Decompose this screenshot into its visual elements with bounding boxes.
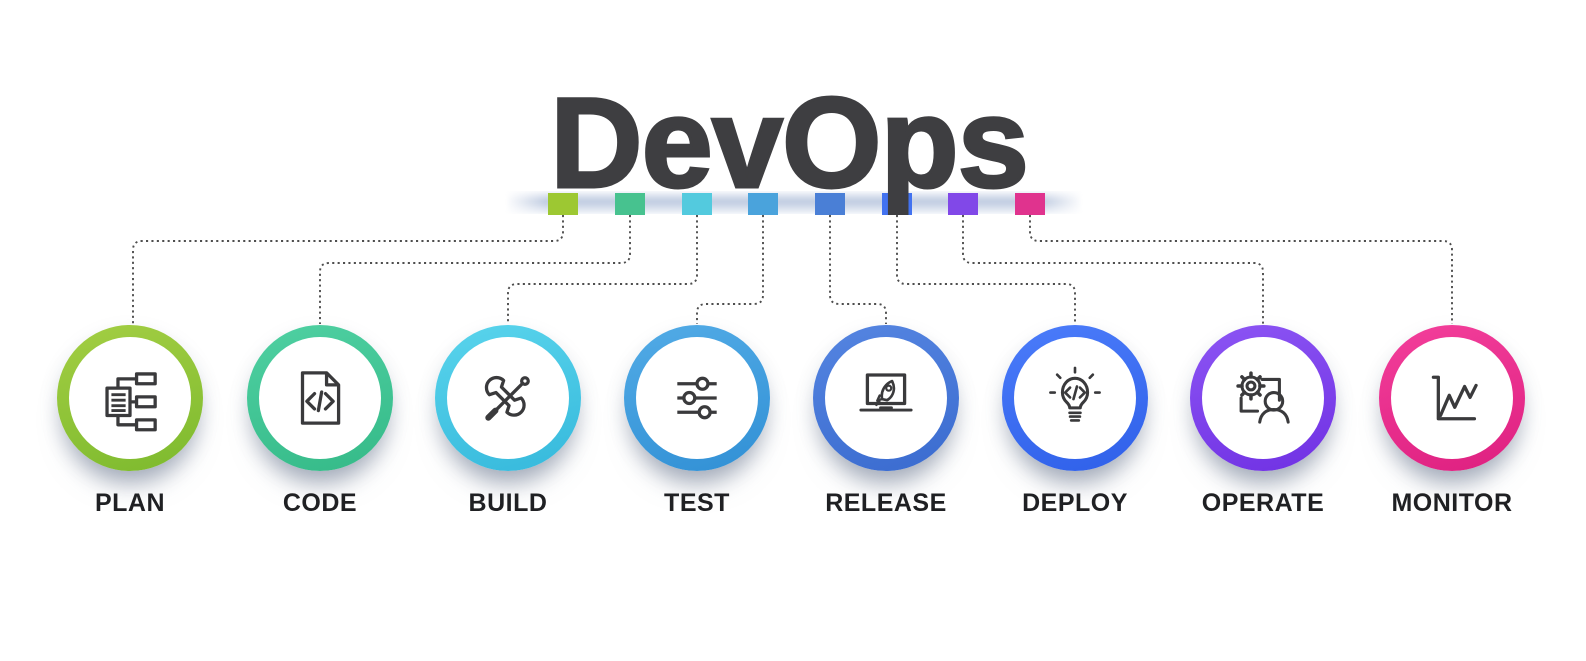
stage-label: CODE — [282, 489, 358, 517]
stage-circle — [1202, 337, 1324, 459]
chart-icon — [1417, 363, 1487, 433]
stage-circle — [447, 337, 569, 459]
stage-build — [435, 325, 581, 471]
stage-operate — [1190, 325, 1336, 471]
stage-plan — [57, 325, 203, 471]
stage-marker-square-code — [615, 193, 645, 215]
stage-monitor — [1379, 325, 1525, 471]
stage-label: DEPLOY — [1022, 489, 1128, 517]
stage-label: OPERATE — [1201, 489, 1325, 517]
stage-test — [624, 325, 770, 471]
stage-label: BUILD — [468, 489, 548, 517]
bulb-code-icon — [1040, 363, 1110, 433]
stage-circle — [259, 337, 381, 459]
stage-code — [247, 325, 393, 471]
gear-user-icon — [1228, 363, 1298, 433]
sitemap-icon — [95, 363, 165, 433]
stage-marker-square-plan — [548, 193, 578, 215]
stage-label: TEST — [664, 489, 730, 517]
connector-line-plan — [132, 215, 564, 324]
code-file-icon — [285, 363, 355, 433]
stage-deploy — [1002, 325, 1148, 471]
stage-label: PLAN — [94, 489, 166, 517]
connector-line-operate — [962, 215, 1264, 324]
rocket-laptop-icon — [851, 363, 921, 433]
connector-line-build — [507, 215, 698, 324]
stage-marker-square-test — [748, 193, 778, 215]
stage-label: RELEASE — [825, 489, 947, 517]
stage-release — [813, 325, 959, 471]
connector-line-release — [829, 215, 887, 324]
connector-line-monitor — [1029, 215, 1453, 324]
stage-marker-square-operate — [948, 193, 978, 215]
stage-circle — [825, 337, 947, 459]
stage-marker-square-deploy — [882, 193, 912, 215]
sliders-icon — [662, 363, 732, 433]
stage-circle — [1014, 337, 1136, 459]
stage-marker-square-release — [815, 193, 845, 215]
connector-line-test — [696, 215, 764, 324]
stage-circle — [69, 337, 191, 459]
tools-icon — [473, 363, 543, 433]
title-shadow-band — [505, 191, 1083, 214]
connector-line-code — [319, 215, 631, 324]
page-title: DevOps — [549, 72, 1031, 215]
connector-line-deploy — [896, 215, 1076, 324]
stage-marker-square-build — [682, 193, 712, 215]
stage-circle — [636, 337, 758, 459]
stage-marker-square-monitor — [1015, 193, 1045, 215]
stage-label: MONITOR — [1391, 489, 1513, 517]
stage-circle — [1391, 337, 1513, 459]
